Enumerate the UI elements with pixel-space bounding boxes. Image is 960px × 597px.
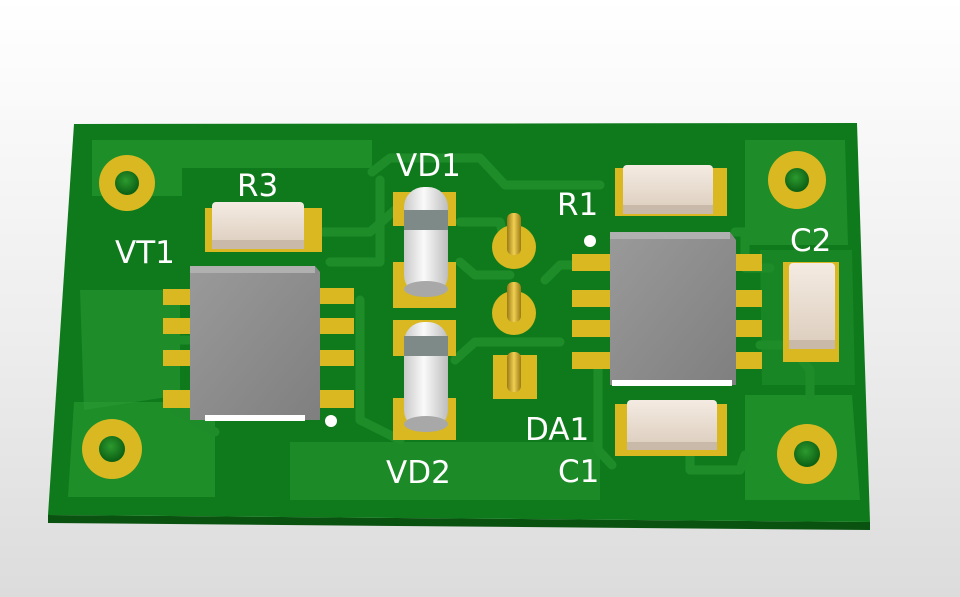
label-r1: R1 [557,187,598,223]
label-da1: DA1 [525,412,589,448]
resistor-icon [584,165,727,247]
label-c1: C1 [558,454,599,490]
diode-icon [393,320,456,440]
trace [315,205,400,237]
trace [593,355,617,470]
resistor-icon [205,202,322,252]
capacitor-icon [783,262,839,362]
diode-icon [393,187,456,308]
copper-zone [80,290,180,410]
label-c2: C2 [790,223,831,259]
label-vd1: VD1 [396,148,461,184]
capacitor-icon [615,400,727,456]
label-vd2: VD2 [386,455,451,491]
trace [367,153,605,190]
soic-chip-icon [163,266,354,427]
label-r3: R3 [237,168,278,204]
label-vt1: VT1 [115,235,175,271]
board-edge [48,515,870,530]
silkscreen-labels: VT1 R3 VD1 VD2 R1 C2 DA1 C1 [115,148,831,491]
trace [455,257,515,280]
trace [450,337,565,365]
mounting-hole-icon [82,151,837,484]
copper-zone [92,140,372,196]
soic-chip-icon [572,232,762,386]
trace [355,295,405,445]
trace [325,175,385,267]
copper-zone [290,442,600,500]
header-pin-icon [492,213,537,399]
